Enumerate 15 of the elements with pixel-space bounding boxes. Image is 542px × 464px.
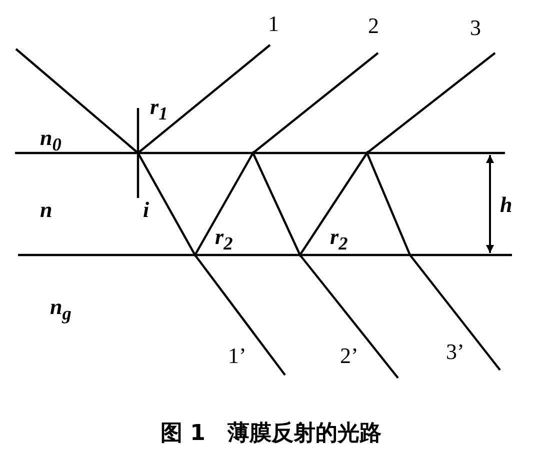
ray-number: 2’: [340, 344, 358, 368]
angle-label: r$_{2}$: [330, 225, 348, 256]
angle-label: r$_{1}$: [150, 95, 168, 126]
ray-number: 3: [470, 16, 481, 40]
ray-number: 2: [368, 14, 379, 38]
refractive-index-label: n: [40, 198, 52, 222]
ray-number: 1: [268, 12, 279, 36]
ray-number: 1’: [228, 344, 246, 368]
angle-label: r$_{2}$: [215, 225, 233, 256]
refractive-index-label: n$_{0}$: [40, 126, 62, 156]
thickness-label: h: [500, 193, 512, 217]
figure-caption: 图 1 薄膜反射的光路: [160, 420, 382, 448]
ray-number: 3’: [446, 340, 464, 364]
refractive-index-label: n$_{g}$: [50, 295, 72, 326]
angle-label: i: [143, 198, 150, 222]
